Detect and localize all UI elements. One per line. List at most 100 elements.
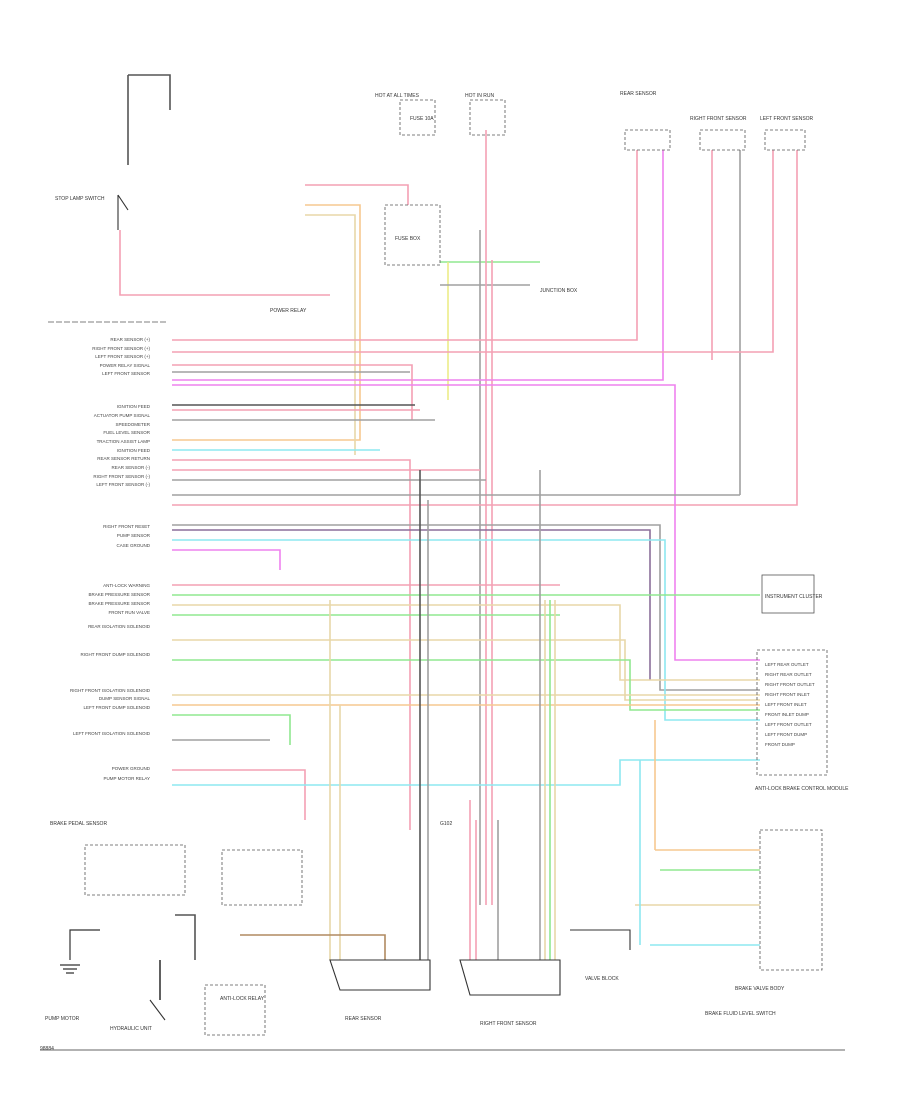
- hot-at-all-times-label: HOT AT ALL TIMES: [375, 93, 420, 99]
- module-pin-label: SPEEDOMETER: [115, 422, 150, 427]
- wire-row-18: [172, 604, 760, 681]
- wire-row-15: [172, 549, 281, 570]
- wire-row-12: [172, 524, 760, 691]
- wire-group: [119, 74, 798, 1000]
- wire-row-26: [172, 769, 306, 820]
- wire-rear-sensor-1: [172, 150, 638, 341]
- rf-sensor-top-label: RIGHT FRONT SENSOR: [690, 116, 747, 122]
- junction-box-label: JUNCTION BOX: [540, 288, 578, 294]
- relay-switch-symbol: [149, 960, 166, 1021]
- module-pin-label: ACTUATOR PUMP SIGNAL: [94, 413, 151, 418]
- module-pin-label: FRONT RUN VALVE: [108, 610, 150, 615]
- module-pin-label: PUMP MOTOR RELAY: [103, 776, 150, 781]
- module-pin-label: LEFT FRONT SENSOR: [102, 371, 151, 376]
- wire-bl-1: [240, 934, 386, 960]
- component-group: [40, 99, 845, 1051]
- module-pin-label: DUMP SENSOR SIGNAL: [99, 696, 151, 701]
- ground-left: [69, 929, 100, 960]
- fuse-label: FUSE 10A: [410, 116, 434, 122]
- valve-pin-label: FRONT INLET DUMP: [765, 712, 809, 717]
- wire-row-21: [172, 659, 760, 711]
- module-pin-label: BRAKE PRESSURE SENSOR: [88, 592, 150, 597]
- lf-sensor-top-label: LEFT FRONT SENSOR: [760, 116, 814, 122]
- brake-pedal-sensor-label: BRAKE PEDAL SENSOR: [50, 821, 107, 827]
- module-pin-label: POWER GROUND: [112, 766, 151, 771]
- rear-sensor-top-label: REAR SENSOR: [620, 91, 657, 97]
- valve-pin-label: RIGHT FRONT INLET: [765, 692, 810, 697]
- valve-pin-label: RIGHT FRONT OUTLET: [765, 682, 815, 687]
- wire-row-24: [172, 714, 291, 745]
- wire-bl-2: [175, 914, 196, 960]
- wire-red-top: [305, 184, 409, 205]
- anti-lock-relay-box: [204, 984, 266, 1036]
- wire-row-8: [172, 459, 411, 830]
- stop-lamp-switch-symbol: [117, 194, 129, 230]
- abs-module-label: ANTI-LOCK BRAKE CONTROL MODULE: [755, 786, 849, 792]
- anti-lock-relay-label: ANTI-LOCK RELAY: [220, 996, 265, 1002]
- module-pin-label: POWER RELAY SIGNAL: [100, 363, 151, 368]
- module-pin-label: RIGHT FRONT RESET: [103, 524, 150, 529]
- ground-stud-label: G102: [440, 821, 452, 827]
- valve-body-box: [756, 649, 828, 776]
- module-pin-label: REAR ISOLATION SOLENOID: [88, 624, 151, 629]
- rear-sensor-body: [329, 959, 431, 991]
- brake-fluid-switch-label: BRAKE FLUID LEVEL SWITCH: [705, 1011, 776, 1017]
- module-pin-label: RIGHT FRONT ISOLATION SOLENOID: [70, 688, 151, 693]
- valve-block-label: VALVE BLOCK: [585, 976, 619, 982]
- lf-sensor-connector: [764, 129, 806, 151]
- rf-sensor-connector: [699, 129, 746, 151]
- valve-pin-label: LEFT FRONT OUTLET: [765, 722, 812, 727]
- valve-pin-label: LEFT FRONT DUMP: [765, 732, 807, 737]
- module-pin-label: RIGHT FRONT SENSOR (+): [92, 346, 150, 351]
- module-pin-label: BRAKE PRESSURE SENSOR: [88, 601, 150, 606]
- wire-row-14: [172, 539, 760, 721]
- wire-stop-lamp: [128, 74, 171, 110]
- valve-pin-label: FRONT DUMP: [765, 742, 795, 747]
- junction-box: [384, 204, 441, 266]
- module-pin-label: REAR SENSOR (+): [110, 337, 150, 342]
- module-pin-label: LEFT FRONT SENSOR (+): [95, 354, 150, 359]
- wire-row-20: [172, 639, 760, 701]
- rear-sensor-connector: [624, 129, 671, 151]
- module-pin-label: REAR SENSOR (-): [111, 465, 150, 470]
- module-pin-label: FUEL LEVEL SENSOR: [103, 430, 150, 435]
- wire-tan-top: [305, 214, 356, 455]
- wire-stop-lamp-3: [119, 230, 330, 296]
- fuse-box-title-label: FUSE BOX: [395, 236, 421, 242]
- page-code-label: 98884: [40, 1046, 54, 1052]
- module-pin-label: PUMP SENSOR: [117, 533, 151, 538]
- pump-motor-label: PUMP MOTOR: [45, 1016, 80, 1022]
- wire-rear-sensor-2: [172, 150, 664, 381]
- instrument-cluster-label: INSTRUMENT CLUSTER: [765, 594, 823, 600]
- module-pin-label: TRACTION ASSIST LAMP: [97, 439, 150, 444]
- valve-body-label: BRAKE VALVE BODY: [735, 986, 785, 992]
- wire-lf-sensor-1: [172, 150, 774, 353]
- module-pin-label: IGNITION FEED: [117, 448, 151, 453]
- wire-orange-top: [172, 204, 361, 441]
- fuse-box-bottom: [221, 849, 303, 906]
- fuse-box-1: [399, 99, 436, 136]
- module-pin-label: REAR SENSOR RETURN: [97, 456, 150, 461]
- wire-row-13: [172, 529, 651, 680]
- module-pin-label: LEFT FRONT SENSOR (-): [96, 482, 150, 487]
- valve-pin-label: LEFT FRONT INLET: [765, 702, 807, 707]
- module-pin-label: RIGHT FRONT SENSOR (-): [93, 474, 150, 479]
- module-pin-label: CASE GROUND: [116, 543, 150, 548]
- lf-connector: [570, 929, 631, 950]
- wire-lf-sensor-2: [172, 150, 798, 506]
- hot-in-run-label: HOT IN RUN: [465, 93, 494, 99]
- module-pin-label: IGNITION FEED: [117, 404, 151, 409]
- wire-row-1: [172, 364, 413, 420]
- module-pin-label: ANTI-LOCK WARNING: [103, 583, 150, 588]
- instrument-cluster-box: [761, 574, 815, 614]
- rf-sensor-bottom-label: RIGHT FRONT SENSOR: [480, 1021, 537, 1027]
- wire-row-3: [172, 384, 760, 661]
- valve-pin-label: LEFT REAR OUTLET: [765, 662, 809, 667]
- rear-sensor-bottom-label: REAR SENSOR: [345, 1016, 382, 1022]
- module-pin-label: LEFT FRONT ISOLATION SOLENOID: [73, 731, 151, 736]
- module-pin-label: RIGHT FRONT DUMP SOLENOID: [80, 652, 150, 657]
- brake-valve-body-box: [759, 829, 823, 971]
- left-pin-label-group: REAR SENSOR (+) RIGHT FRONT SENSOR (+) LEF…: [70, 337, 151, 781]
